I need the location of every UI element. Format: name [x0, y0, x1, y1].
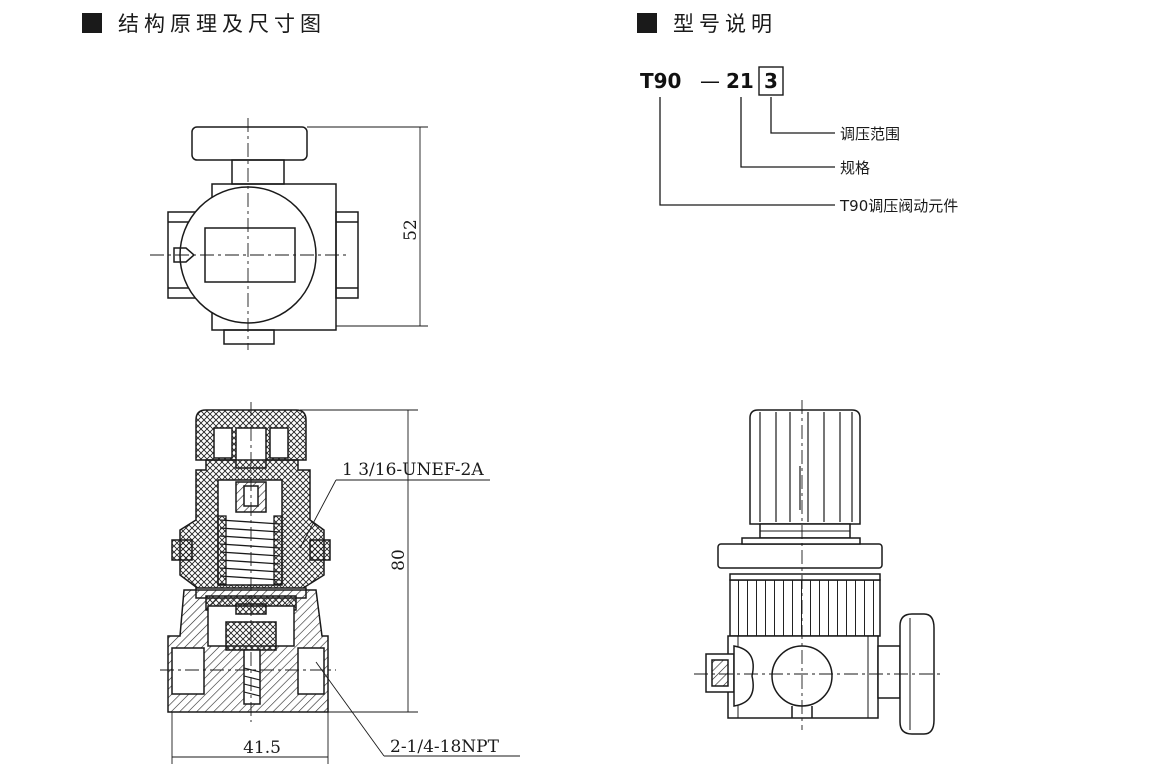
section-view-drawing: [160, 402, 520, 764]
callout-leaders: [659, 97, 835, 206]
range-code-box: [758, 66, 784, 96]
model-range-code: 3: [764, 69, 778, 93]
right-port: [335, 211, 359, 299]
callout-series: T90调压阀动元件: [839, 197, 958, 215]
thread-upper-label: 1 3/16-UNEF-2A: [342, 460, 484, 480]
model-spec-code: 21: [726, 69, 754, 93]
model-dash: —: [700, 69, 720, 93]
external-view-drawing: [694, 400, 944, 735]
dimension-width-bottom: 41.5: [243, 738, 281, 758]
structure-title-text: 结构原理及尺寸图: [118, 12, 326, 36]
square-bullet-icon: [82, 13, 102, 33]
square-bullet-icon: [637, 13, 657, 33]
model-series-code: T90: [640, 69, 681, 93]
model-title-text: 型号说明: [673, 12, 777, 36]
callout-range: 调压范围: [840, 125, 900, 143]
knob-outline: [191, 126, 308, 161]
structure-section-title: 结构原理及尺寸图: [82, 8, 326, 38]
top-view-drawing: [150, 118, 428, 350]
model-section-title: 型号说明: [637, 8, 777, 38]
dimension-height-top: 52: [401, 219, 421, 241]
callout-spec: 规格: [840, 159, 870, 177]
bottom-fitting: [223, 329, 275, 345]
dimension-height-section: 80: [389, 549, 409, 571]
flow-arrow-icon: [173, 247, 196, 263]
knob-stem: [231, 159, 285, 185]
thread-port-label: 2-1/4-18NPT: [390, 737, 500, 757]
